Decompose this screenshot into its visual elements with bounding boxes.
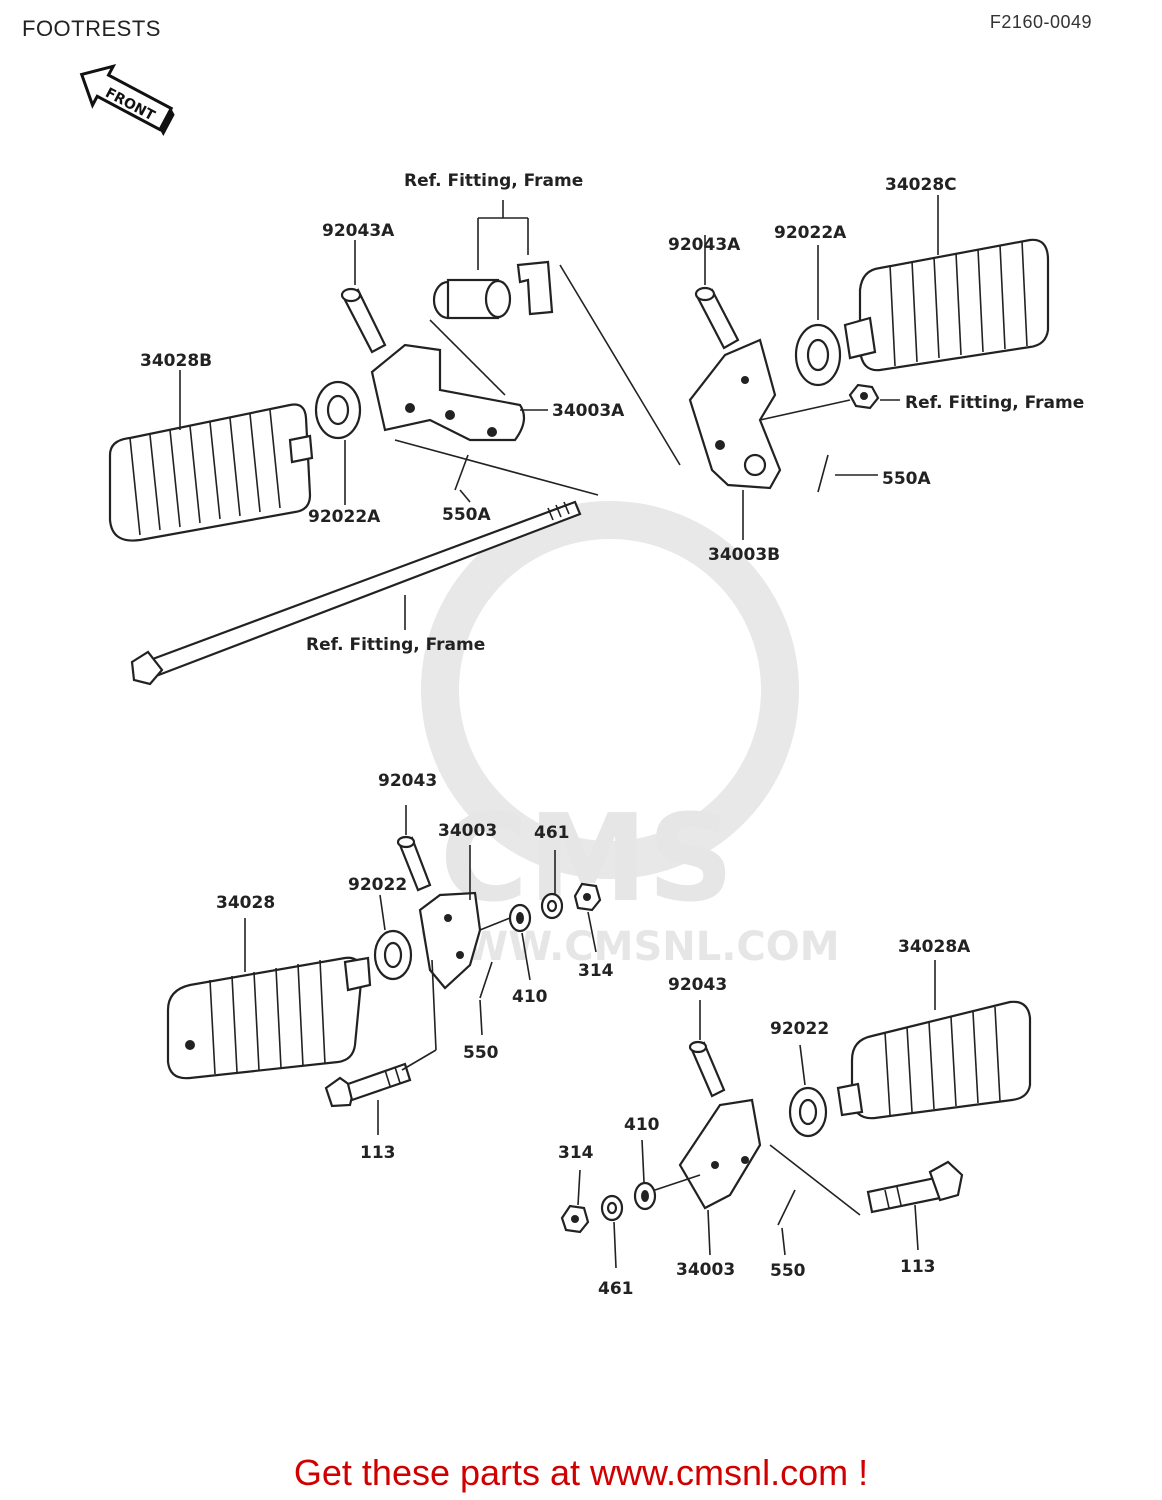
label-34028B: 34028B <box>140 351 212 371</box>
spring-washer-461-right <box>600 1194 624 1222</box>
cotter-pin-550-right <box>777 1189 796 1226</box>
washer-92022-left <box>373 929 413 981</box>
page-title: FOOTRESTS <box>22 16 161 41</box>
label-92043A-right: 92043A <box>668 235 741 255</box>
label-113-right: 113 <box>900 1257 936 1277</box>
frame-clip <box>516 260 554 316</box>
bolt-113-left <box>324 1062 412 1108</box>
label-34003B: 34003B <box>708 545 780 565</box>
spring-washer-461-left <box>540 892 564 920</box>
label-550-left: 550 <box>463 1043 499 1063</box>
label-92022-right: 92022 <box>770 1019 829 1039</box>
label-410-left: 410 <box>512 987 548 1007</box>
label-314-left: 314 <box>578 961 614 981</box>
label-461-left: 461 <box>534 823 570 843</box>
label-410-right: 410 <box>624 1115 660 1135</box>
label-92022A-left: 92022A <box>308 507 381 527</box>
cotter-pin-550-left <box>479 961 493 999</box>
footpeg-34028C <box>843 238 1050 372</box>
label-550A-left: 550A <box>442 505 491 525</box>
clevis-pin-92043-left <box>396 835 432 892</box>
label-550A-right: 550A <box>882 469 931 489</box>
label-92043-left: 92043 <box>378 771 437 791</box>
diagram-code: F2160-0049 <box>989 12 1092 32</box>
long-bolt-rod <box>130 500 582 686</box>
nut-314-left <box>573 882 602 912</box>
label-92043A-left: 92043A <box>322 221 395 241</box>
rubber-bushing <box>432 278 512 320</box>
bracket-34003B <box>688 338 782 490</box>
nut-314-right <box>560 1204 590 1234</box>
cotter-pin-550A-left <box>454 454 469 491</box>
front-arrow-icon: FRONT <box>79 63 175 136</box>
washer-92022-right <box>788 1086 828 1138</box>
footpeg-34028A <box>836 1000 1032 1120</box>
label-113-left: 113 <box>360 1143 396 1163</box>
footpeg-34028B <box>108 403 314 542</box>
washer-92022A-right <box>794 323 842 387</box>
label-92043-right: 92043 <box>668 975 727 995</box>
cotter-pin-550A-right <box>817 454 829 493</box>
bolt-113-right <box>866 1160 964 1214</box>
leader-lines-bottom-left <box>244 805 597 1135</box>
watermark-url: WWW.CMSNL.COM <box>420 924 840 970</box>
washer-92022A-left <box>314 380 362 440</box>
leader-lines-top-right <box>704 195 939 540</box>
clevis-pin-92043-right <box>688 1040 726 1098</box>
label-ref-fitting-frame-nut: Ref. Fitting, Frame <box>905 393 1084 413</box>
leader-lines-top-left <box>179 200 681 630</box>
clevis-pin-92043A-left <box>340 287 387 354</box>
label-550-right: 550 <box>770 1261 806 1281</box>
label-34028C: 34028C <box>885 175 957 195</box>
bracket-34003-left <box>418 891 482 990</box>
label-ref-fitting-frame-top: Ref. Fitting, Frame <box>404 171 583 191</box>
footpeg-34028 <box>166 956 372 1080</box>
leader-lines-bottom-right <box>577 960 936 1269</box>
cta-link[interactable]: Get these parts at www.cmsnl.com ! <box>293 1452 869 1493</box>
label-34003-right: 34003 <box>676 1260 735 1280</box>
clevis-pin-92043A-right <box>694 286 740 350</box>
washer-410-right <box>633 1181 657 1211</box>
label-92022A-right: 92022A <box>774 223 847 243</box>
label-34028A: 34028A <box>898 937 971 957</box>
washer-410-left <box>508 903 532 933</box>
bracket-34003-right <box>678 1098 762 1210</box>
label-ref-fitting-frame-rod: Ref. Fitting, Frame <box>306 635 485 655</box>
watermark: CMS WWW.CMSNL.COM <box>420 501 840 970</box>
nut-ref-fitting <box>848 383 880 410</box>
label-92022-left: 92022 <box>348 875 407 895</box>
label-34003-left: 34003 <box>438 821 497 841</box>
label-314-right: 314 <box>558 1143 594 1163</box>
label-34028: 34028 <box>216 893 275 913</box>
bracket-34003A <box>370 343 526 442</box>
label-461-right: 461 <box>598 1279 634 1299</box>
label-34003A: 34003A <box>552 401 625 421</box>
